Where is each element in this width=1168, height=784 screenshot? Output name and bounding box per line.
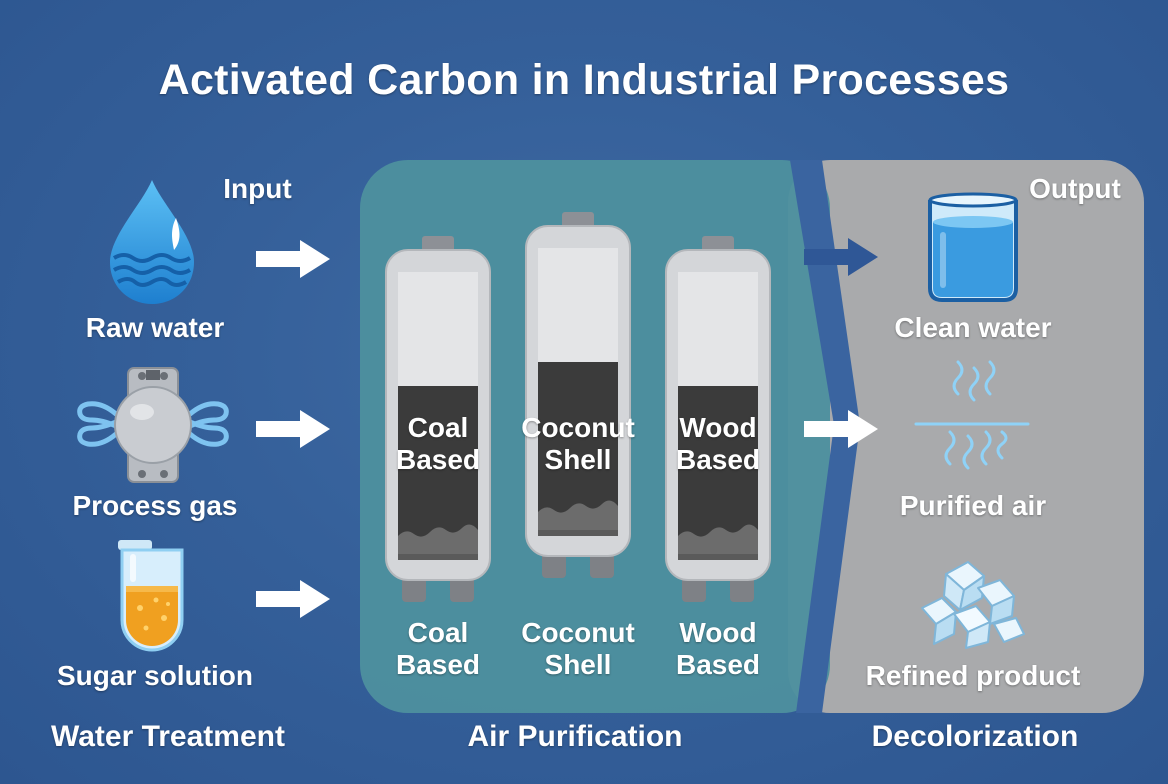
output-label: Output <box>1029 173 1121 204</box>
footer-water-treatment: Water Treatment <box>51 720 285 753</box>
input-label-sugar-solution: Sugar solution <box>57 660 253 691</box>
filter-coconut-label-on-column: Coconut Shell <box>508 412 648 476</box>
filter-coconut-line1: Coconut <box>521 412 635 443</box>
output-label-refined-product: Refined product <box>865 660 1081 691</box>
filter-coconut-caption: Coconut Shell <box>508 617 648 681</box>
page-title: Activated Carbon in Industrial Processes <box>158 56 1010 104</box>
footer-decolorization: Decolorization <box>871 720 1079 753</box>
filter-wood-caption: Wood Based <box>658 617 778 681</box>
filter-wood-line2: Based <box>675 444 761 475</box>
filter-wood-line1: Wood <box>679 412 757 443</box>
air-waves-icon <box>914 360 1030 470</box>
filter-coal-caption-line1: Coal <box>407 617 469 648</box>
filter-wood-caption-line2: Based <box>675 649 761 680</box>
filter-column-icon <box>525 212 631 578</box>
filter-coal-label-on-column: Coal Based <box>378 412 498 476</box>
input-label-raw-water: Raw water <box>85 312 225 343</box>
output-label-clean-water: Clean water <box>894 312 1052 343</box>
footer-air-purification: Air Purification <box>467 720 683 753</box>
arrow-right-icon <box>256 240 330 278</box>
input-label-process-gas: Process gas <box>72 490 238 521</box>
gas-valve-icon <box>77 367 229 483</box>
filter-coal-line1: Coal <box>407 412 469 443</box>
filter-coal-caption-line2: Based <box>395 649 481 680</box>
sugar-crystals-icon <box>921 561 1025 649</box>
arrow-right-icon <box>256 410 330 448</box>
input-label: Input <box>223 173 292 204</box>
filter-coal-caption: Coal Based <box>378 617 498 681</box>
arrow-right-icon <box>804 410 878 448</box>
filter-wood-label-on-column: Wood Based <box>658 412 778 476</box>
filter-wood-caption-line1: Wood <box>679 617 757 648</box>
filter-coconut-caption-line1: Coconut <box>521 617 635 648</box>
water-drop-icon <box>110 180 194 304</box>
arrow-right-dark-icon <box>804 238 878 276</box>
filter-coal-line2: Based <box>395 444 481 475</box>
water-beaker-icon <box>928 192 1018 302</box>
filter-column-icon <box>665 236 771 602</box>
arrow-right-icon <box>256 580 330 618</box>
filter-coconut-line2: Shell <box>544 444 612 475</box>
output-label-purified-air: Purified air <box>899 490 1047 521</box>
test-tube-icon <box>118 540 184 652</box>
filter-column-icon <box>385 236 491 602</box>
filter-coconut-caption-line2: Shell <box>544 649 612 680</box>
